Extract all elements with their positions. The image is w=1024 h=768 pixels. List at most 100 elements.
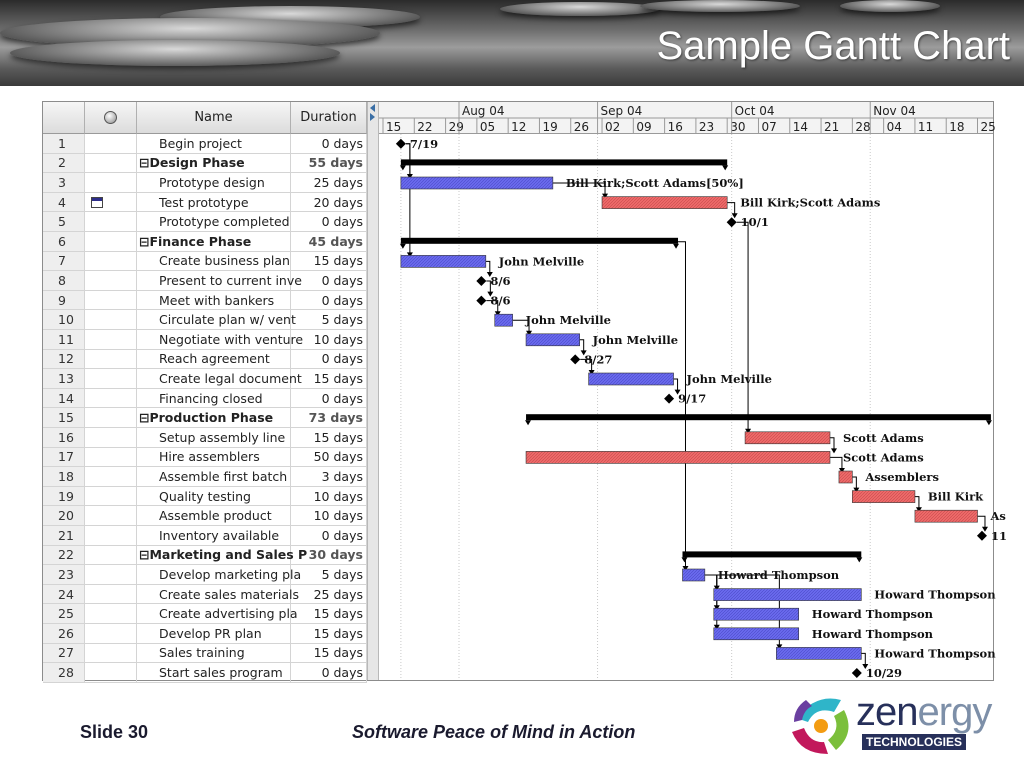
task-duration[interactable]: 0 days <box>291 526 367 545</box>
task-name[interactable]: Negotiate with venture <box>137 330 303 349</box>
task-name[interactable]: Assemble product <box>137 506 291 525</box>
task-name[interactable]: Meet with bankers <box>137 290 291 310</box>
task-name[interactable]: Create legal document <box>137 369 302 388</box>
task-name[interactable]: Sales training <box>137 643 291 663</box>
slide-title: Sample Gantt Chart <box>656 24 1011 68</box>
task-duration[interactable]: 15 days <box>291 624 367 643</box>
task-duration[interactable]: 5 days <box>291 310 367 329</box>
header-duration[interactable]: Duration <box>291 102 367 134</box>
resource-label: Scott Adams <box>843 431 924 445</box>
milestone-label: 8/6 <box>490 294 510 308</box>
header-name[interactable]: Name <box>137 102 291 134</box>
task-duration[interactable]: 0 days <box>291 290 367 310</box>
task-duration[interactable]: 55 days <box>291 153 367 173</box>
task-name[interactable]: Present to current inve <box>137 271 302 290</box>
task-name[interactable]: Develop marketing pla <box>137 565 301 584</box>
task-name[interactable]: Create advertising pla <box>137 604 298 623</box>
task-duration[interactable]: 50 days <box>291 447 367 467</box>
task-name[interactable]: Create sales materials <box>137 584 299 604</box>
task-name[interactable]: Quality testing <box>137 486 291 506</box>
task-name[interactable]: Financing closed <box>137 388 291 408</box>
task-name[interactable]: Develop PR plan <box>137 624 291 643</box>
dependency-link <box>485 260 491 276</box>
task-duration[interactable]: 10 days <box>291 506 367 525</box>
row-number: 2 <box>43 153 85 173</box>
task-duration[interactable]: 0 days <box>291 212 367 231</box>
month-label: Oct 04 <box>735 104 775 118</box>
task-duration[interactable]: 0 days <box>291 271 367 290</box>
summary-task-name[interactable]: ⊟Production Phase <box>137 408 291 427</box>
summary-bar-start-cap <box>525 420 532 426</box>
task-name[interactable]: Circulate plan w/ vent <box>137 310 296 329</box>
task-duration[interactable]: 25 days <box>291 173 367 192</box>
task-duration[interactable]: 3 days <box>291 467 367 486</box>
task-duration[interactable]: 10 days <box>291 330 367 349</box>
task-duration[interactable]: 0 days <box>291 663 367 682</box>
task-duration[interactable]: 73 days <box>291 408 367 427</box>
task-duration[interactable]: 45 days <box>291 232 367 251</box>
task-name[interactable]: Inventory available <box>137 526 291 545</box>
task-duration[interactable]: 15 days <box>291 643 367 663</box>
task-duration[interactable]: 20 days <box>291 192 367 212</box>
task-name[interactable]: Prototype design <box>137 173 291 192</box>
task-duration[interactable]: 25 days <box>291 584 367 604</box>
task-name[interactable]: Setup assembly line <box>137 428 291 447</box>
task-duration[interactable]: 0 days <box>291 388 367 408</box>
task-name[interactable]: Begin project <box>137 134 291 153</box>
resource-label: Howard Thompson <box>874 588 996 602</box>
summary-bar-start-cap <box>681 557 688 563</box>
scroll-arrows-icon[interactable] <box>368 102 378 122</box>
header-indicators[interactable] <box>85 102 137 134</box>
row-indicator <box>85 604 137 623</box>
task-duration[interactable]: 15 days <box>291 251 367 271</box>
pane-splitter[interactable] <box>367 102 379 680</box>
task-name[interactable]: Start sales program <box>137 663 291 682</box>
task-name[interactable]: Assemble first batch <box>137 467 291 486</box>
header-row-number[interactable] <box>43 102 85 134</box>
summary-task-name[interactable]: ⊟Marketing and Sales P <box>139 545 308 565</box>
task-name[interactable]: Hire assemblers <box>137 447 291 467</box>
task-duration[interactable]: 0 days <box>291 134 367 153</box>
task-name[interactable]: Create business plan <box>137 251 291 271</box>
task-duration[interactable]: 30 days <box>291 545 367 565</box>
summary-task-name[interactable]: ⊟Design Phase <box>137 153 291 173</box>
task-duration[interactable]: 15 days <box>291 428 367 447</box>
task-duration[interactable]: 10 days <box>291 486 367 506</box>
task-name[interactable]: Reach agreement <box>137 349 291 369</box>
task-duration[interactable]: 5 days <box>291 565 367 584</box>
summary-task-name[interactable]: ⊟Finance Phase <box>137 232 291 251</box>
task-duration[interactable]: 15 days <box>291 369 367 388</box>
task-duration[interactable]: 0 days <box>291 349 367 369</box>
task-duration[interactable]: 15 days <box>291 604 367 623</box>
task-name[interactable]: Test prototype <box>137 192 291 212</box>
task-name[interactable]: Prototype completed <box>137 212 291 231</box>
